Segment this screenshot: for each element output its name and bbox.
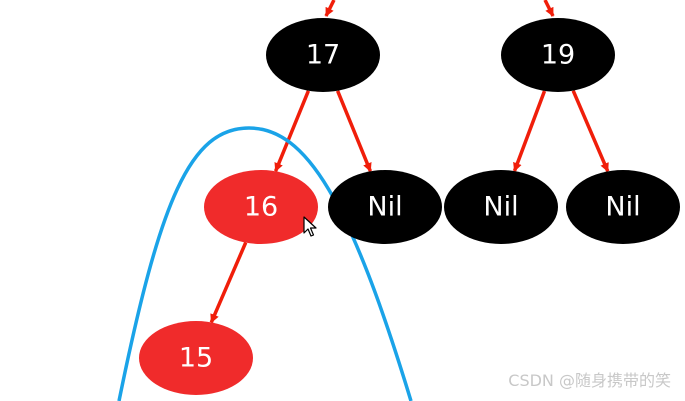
watermark-text: CSDN @随身携带的笑 — [508, 371, 671, 390]
node-ellipse — [444, 170, 558, 244]
node-label: 19 — [541, 40, 575, 71]
edge-into-19 — [543, 0, 555, 17]
tree-node-15[interactable]: 15 — [139, 321, 253, 395]
tree-node-nil-c[interactable]: Nil — [566, 170, 680, 244]
edge-n17-to-nil-a — [335, 90, 373, 173]
edge-n17-to-n16 — [273, 90, 311, 173]
node-label: Nil — [367, 192, 402, 223]
mouse-cursor-icon — [303, 216, 317, 237]
node-ellipse — [566, 170, 680, 244]
node-ellipse — [204, 170, 318, 244]
tree-node-17[interactable]: 17 — [266, 18, 380, 92]
tree-node-nil-b[interactable]: Nil — [444, 170, 558, 244]
node-label: Nil — [605, 192, 640, 223]
node-ellipse — [501, 18, 615, 92]
tree-node-nil-a[interactable]: Nil — [328, 170, 442, 244]
tree-node-16[interactable]: 16 — [204, 170, 318, 244]
node-ellipse — [139, 321, 253, 395]
edge-into-17 — [324, 0, 336, 17]
node-label: 16 — [244, 192, 278, 223]
tree-node-19[interactable]: 19 — [501, 18, 615, 92]
node-label: Nil — [483, 192, 518, 223]
highlight-curve — [117, 126, 413, 401]
edges-layer — [209, 90, 610, 324]
node-ellipse — [328, 170, 442, 244]
node-label: 17 — [306, 40, 340, 71]
edge-n16-to-n15 — [209, 241, 248, 324]
edge-n19-to-nil-c — [571, 90, 610, 173]
edge-n19-to-nil-b — [512, 90, 547, 172]
node-ellipse — [266, 18, 380, 92]
node-label: 15 — [179, 343, 213, 374]
nodes-layer: 17 19 16 Nil Nil Nil 15 — [139, 18, 680, 395]
